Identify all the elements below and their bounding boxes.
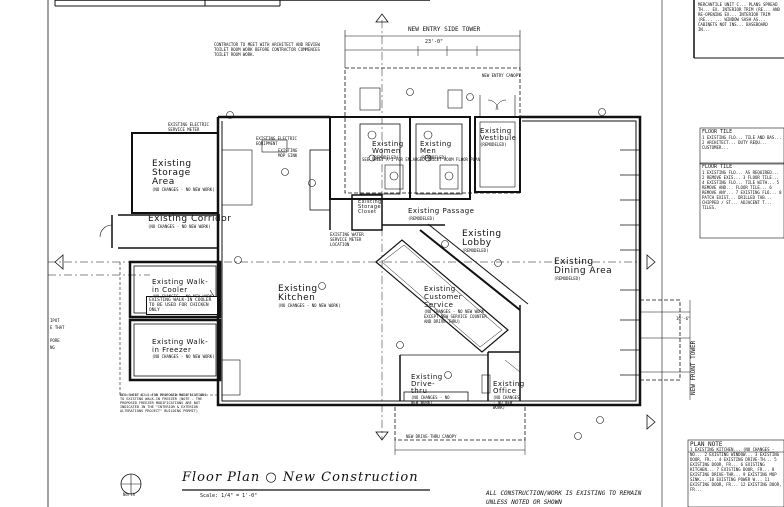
left-fragment-1: IPOT xyxy=(50,318,60,323)
floor-tile-panel-1: FLOOR TILE 1 EXISTING FLO... TILE AND BA… xyxy=(702,129,782,151)
toilet-sheet-ref: SEE SHEET A-1 FOR ENLARGED TOILET ROOM F… xyxy=(362,157,481,162)
sheet-scale: Scale: 1/4" = 1'-0" xyxy=(200,493,258,499)
electric-equipment-label: EXISTING ELECTRIC EQUIPMENT xyxy=(256,136,297,146)
right-notes-top: MERCANTILE UNIT C... PLANS SPREAD TH... … xyxy=(698,2,780,32)
floor-tile-panel-2: FLOOR TILE 1 EXISTING FLO... AS REQUIRED… xyxy=(702,164,782,211)
room-passage: Existing Passage (REMODELED) xyxy=(408,207,475,221)
room-customer-service: Existing Customer Service (NO CHANGES - … xyxy=(424,285,487,324)
side-tower-label: NEW ENTRY SIDE TOWER xyxy=(408,26,481,33)
room-storage-area: Existing Storage Area (NO CHANGES - NO N… xyxy=(152,159,215,193)
room-office: Existing Office (NO CHANGES - NO NEW WOR… xyxy=(493,380,525,411)
left-fragment-2: E THAT xyxy=(50,325,65,330)
north-arrow-label: North xyxy=(123,492,136,497)
room-dining-area: Existing Dining Area (REMODELED) xyxy=(554,257,613,282)
room-corridor: Existing Corridor (NO CHANGES - NO NEW W… xyxy=(148,214,232,230)
water-meter-label: EXISTING WATER SERVICE METER LOCATION xyxy=(330,232,364,247)
side-tower-dimension: 23'-0" xyxy=(425,39,444,45)
left-fragment-3: PORE xyxy=(50,338,60,343)
electric-meter-label: EXISTING ELECTRIC SERVICE METER xyxy=(168,122,209,132)
general-note: ALL CONSTRUCTION/WORK IS EXISTING TO REM… xyxy=(486,490,642,506)
contractor-note: CONTRACTOR TO MEET WITH ARCHITECT AND RE… xyxy=(214,42,320,57)
front-tower-dimension: 16'-6" xyxy=(676,316,691,321)
cooler-note-box: EXISTING WALK-IN COOLER TO BE USED FOR C… xyxy=(146,296,218,315)
sheet-title: Floor Plan ○ New Construction xyxy=(182,470,419,485)
front-tower-label: NEW FRONT TOWER xyxy=(690,340,697,395)
room-womens: Existing Women (REMODELED) xyxy=(372,140,404,161)
freezer-reference-note: SEE SHEET E2-1 FOR PROPOSED MODIFICATION… xyxy=(120,393,207,413)
mop-sink-label: EXISTING MOP SINK xyxy=(278,148,298,158)
room-drive-thru: Existing Drive-thru (NO CHANGES - NO NEW… xyxy=(411,373,450,406)
room-vestibule: Existing Vestibule (REMODELED) xyxy=(480,127,517,148)
plan-notes-panel: PLAN NOTE 1 EXISTING KITCHEN... (NO CHAN… xyxy=(690,441,782,493)
left-fragment-4: NG xyxy=(50,345,55,350)
room-lobby: Existing Lobby (REMODELED) xyxy=(462,229,502,254)
room-walk-in-freezer: Existing Walk-in Freezer (NO CHANGES - N… xyxy=(152,338,215,359)
drive-thru-canopy-label: NEW DRIVE-THRU CANOPY xyxy=(406,434,457,439)
room-mens: Existing Men (REMODELED) xyxy=(420,140,452,161)
room-storage-closet: Existing Storage Closet xyxy=(358,199,382,215)
entry-canopy-label: NEW ENTRY CANOPY xyxy=(482,73,521,78)
room-kitchen: Existing Kitchen (NO CHANGES - NO NEW WO… xyxy=(278,284,341,309)
